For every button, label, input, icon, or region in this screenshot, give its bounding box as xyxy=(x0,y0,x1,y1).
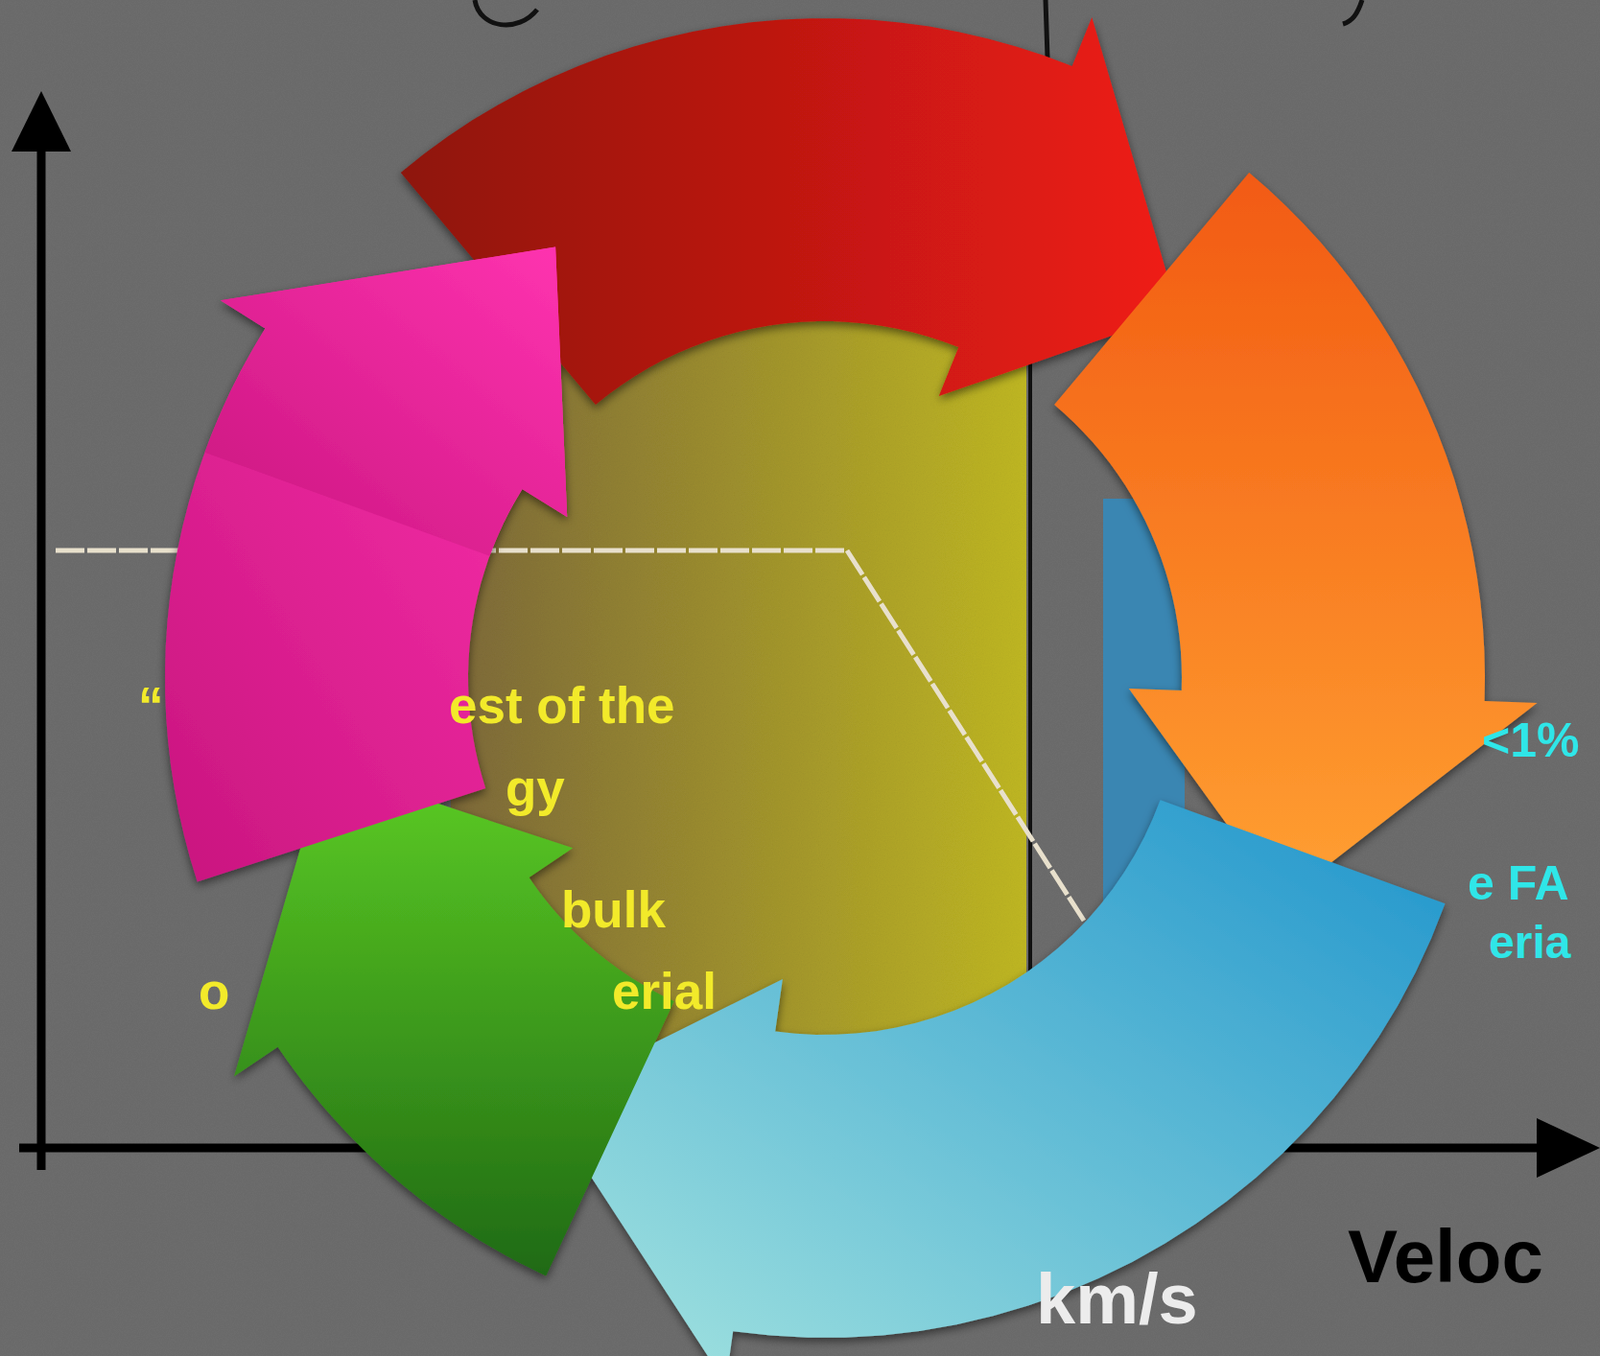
y-axis xyxy=(37,134,47,1171)
chart-note: est of the xyxy=(448,678,676,734)
cycle-arrow xyxy=(164,247,567,883)
chart-note: gy xyxy=(505,760,565,817)
cycle-arrow xyxy=(1054,172,1537,901)
axis-arrowhead xyxy=(1536,1118,1600,1178)
chart-note: o xyxy=(198,964,230,1020)
chart-note: <1% xyxy=(1482,714,1579,768)
cycle-arrow xyxy=(205,247,568,557)
divider-line xyxy=(1028,316,1033,1056)
sketch-stroke xyxy=(474,0,538,25)
axis-title: Veloc xyxy=(1347,1216,1544,1299)
cycle-arrows xyxy=(164,17,1537,1356)
cycle-arrow xyxy=(541,800,1446,1356)
chart-note: e FA xyxy=(1467,857,1570,911)
axis-arrowhead xyxy=(11,91,71,152)
chart-note: erial xyxy=(611,964,717,1020)
chart-note: bulk xyxy=(561,882,666,939)
quote-mark: “ xyxy=(138,678,165,734)
axis-unit: km/s xyxy=(1035,1260,1199,1339)
chart-note: eria xyxy=(1488,917,1571,969)
